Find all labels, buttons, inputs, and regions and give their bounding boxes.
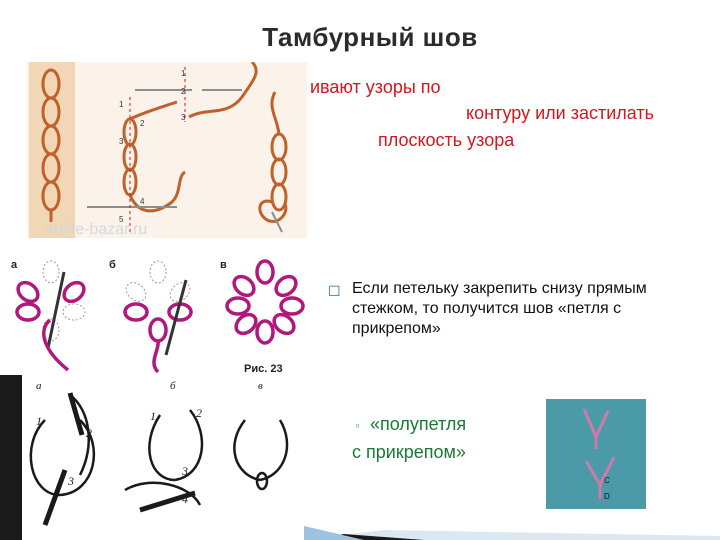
step-number: 1: [181, 69, 186, 78]
red-text-line3: плоскость узора: [378, 130, 515, 150]
figure-number: 2: [86, 426, 92, 440]
magenta-flower-illustration: а б в Рис. 23: [8, 250, 308, 378]
figure-number: 4: [182, 492, 188, 506]
figure-label: а: [36, 380, 42, 392]
watermark: artlife-bazar.ru: [45, 221, 147, 238]
step-number: 3: [181, 113, 186, 122]
step-number: 2: [140, 119, 145, 128]
figure-label: б: [109, 259, 116, 271]
checkbox-bullet-icon: ☐: [328, 283, 341, 299]
sub-bullet-text: «полупетля: [369, 414, 467, 434]
figure-number: 1: [36, 414, 42, 428]
slide-title: Тамбурный шов: [262, 22, 478, 52]
figure-caption: Рис. 23: [244, 363, 283, 375]
figure-label: б: [170, 380, 176, 392]
step-number: 3: [119, 137, 124, 146]
decorative-swoosh: [304, 526, 720, 540]
step-number: 2: [181, 87, 186, 96]
figure-label: а: [11, 259, 18, 271]
step-number: 1: [119, 100, 124, 109]
figure-number: 3: [181, 464, 188, 478]
red-text-line1: ивают узоры по: [310, 77, 441, 97]
stitch-photo: C D: [546, 399, 646, 509]
circle-bullet-icon: ◦: [355, 417, 360, 433]
sub-bullet-line2: с прикрепом»: [352, 442, 466, 462]
figure-number: 2: [196, 406, 202, 420]
sub-bullet-line1: ◦ «полупетля: [355, 414, 466, 435]
bullet-item: ☐ Если петельку закрепить снизу прямым с…: [328, 279, 712, 339]
step-number: 4: [140, 197, 145, 206]
figure-label: в: [220, 259, 227, 271]
red-text-line2: контуру или застилать: [466, 103, 654, 123]
figure-number: 1: [150, 409, 156, 423]
step-number: 5: [119, 215, 124, 224]
chain-stitch-illustration: 1 2 3 1 2 3 4 5 artlife-bazar.ru: [27, 62, 307, 238]
bullet-text: Если петельку закрепить снизу прямым сте…: [352, 280, 647, 337]
photo-letter: C: [604, 476, 610, 485]
figure-number: 3: [67, 474, 74, 488]
figure-label: в: [258, 380, 263, 392]
half-loop-illustration: а б в 1 2 3 1 2 3 4: [0, 375, 304, 540]
photo-letter: D: [604, 492, 610, 501]
